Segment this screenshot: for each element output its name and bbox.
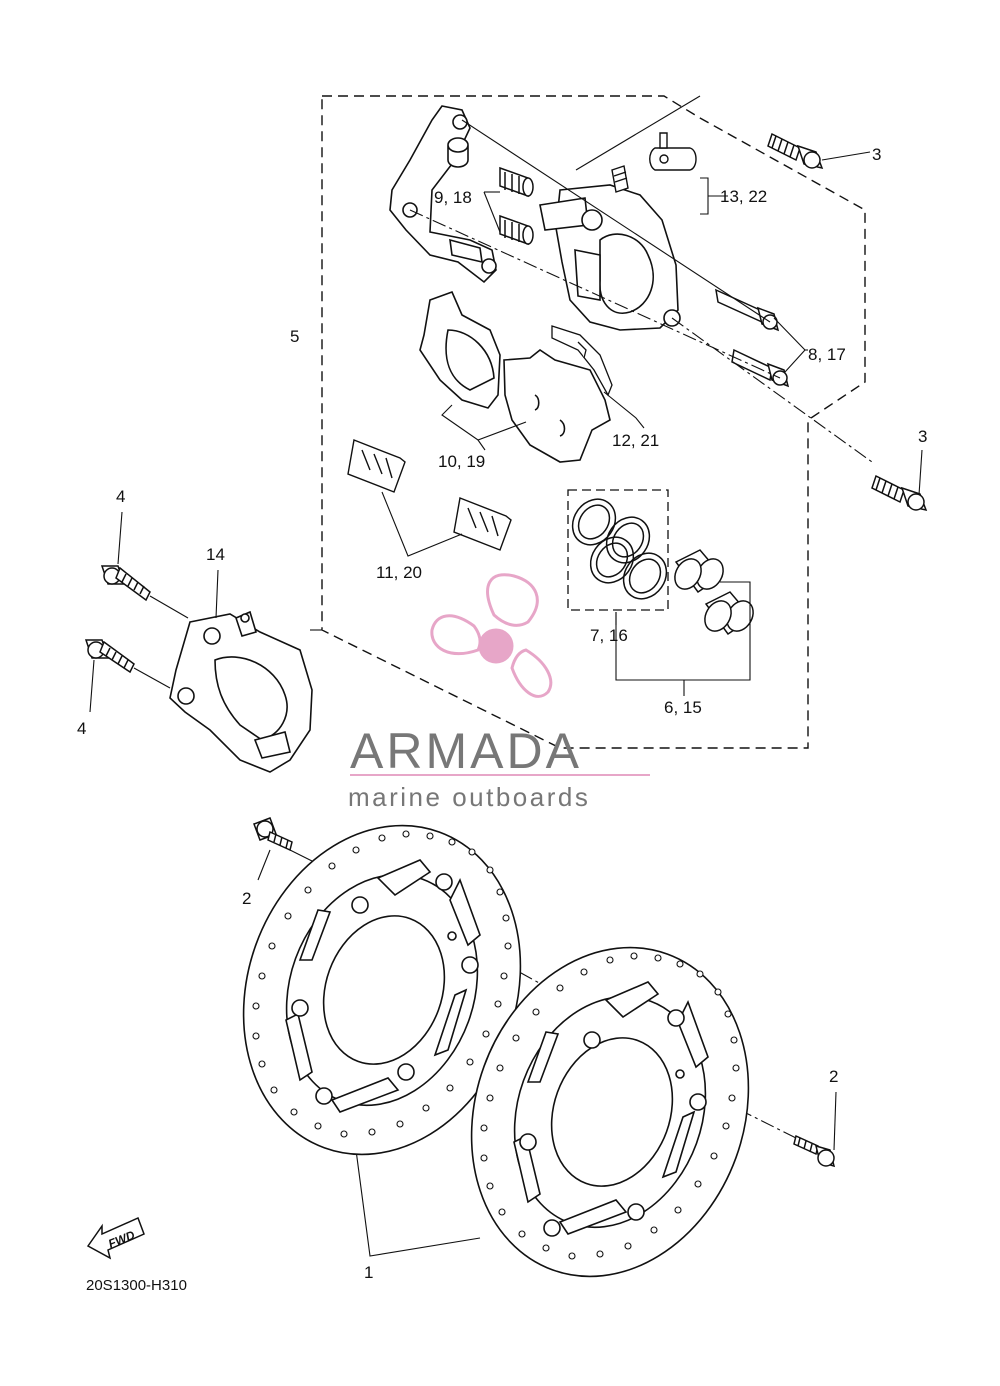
pad-shims (347, 439, 512, 551)
callout-14: 14 (206, 545, 225, 564)
caliper-pin-bolts (715, 288, 790, 388)
fwd-arrow-icon: FWD (86, 1216, 145, 1260)
seal-kit-boundary (567, 489, 669, 611)
propeller-logo-icon (430, 573, 553, 698)
watermark-brand: ARMADA (350, 723, 582, 779)
watermark-tagline: marine outboards (348, 782, 590, 812)
callout-11-20: 11, 20 (376, 563, 422, 582)
piston-seals (571, 498, 668, 600)
armada-watermark: ARMADA marine outboards (348, 573, 650, 812)
callout-5: 5 (290, 327, 299, 346)
complete-caliper-14 (169, 610, 313, 773)
bleeder-screw (611, 132, 697, 193)
callouts: 3 13, 22 9, 18 5 8, 17 3 12, 21 10, 19 4… (77, 145, 927, 1294)
brake-disc-left (242, 824, 522, 1156)
caliper-assembly-boundary (321, 95, 866, 749)
bolt-4-upper (100, 565, 151, 602)
callout-3-lower: 3 (918, 427, 927, 446)
callout-1: 1 (364, 1263, 373, 1282)
brake-pads (419, 290, 611, 463)
callout-13-22: 13, 22 (720, 187, 767, 206)
callout-12-21: 12, 21 (612, 431, 659, 450)
callout-4-upper: 4 (116, 487, 125, 506)
diagram-code: 20S1300-H310 (86, 1277, 187, 1294)
brake-disc-right-holes (480, 952, 740, 1260)
brake-disc-left-holes (252, 830, 512, 1138)
callout-4-lower: 4 (77, 719, 86, 738)
disc-bolt-2-right (793, 1134, 836, 1168)
callout-8-17: 8, 17 (808, 345, 846, 364)
callout-2-left: 2 (242, 889, 251, 908)
caliper-pistons (674, 549, 754, 636)
callout-7-16: 7, 16 (590, 626, 628, 645)
brake-disc-right (470, 946, 750, 1278)
callout-2-right: 2 (829, 1067, 838, 1086)
disc-bolt-2-left (253, 817, 293, 852)
caliper-body (539, 184, 681, 331)
callout-9-18: 9, 18 (434, 188, 472, 207)
callout-6-15: 6, 15 (664, 698, 702, 717)
bolt-3-lower (871, 474, 928, 512)
slide-pin-boots (499, 166, 534, 246)
bolt-4-lower (84, 639, 135, 674)
callout-3-upper: 3 (872, 145, 881, 164)
callout-10-19: 10, 19 (438, 452, 485, 471)
bolt-3-upper (767, 132, 824, 170)
